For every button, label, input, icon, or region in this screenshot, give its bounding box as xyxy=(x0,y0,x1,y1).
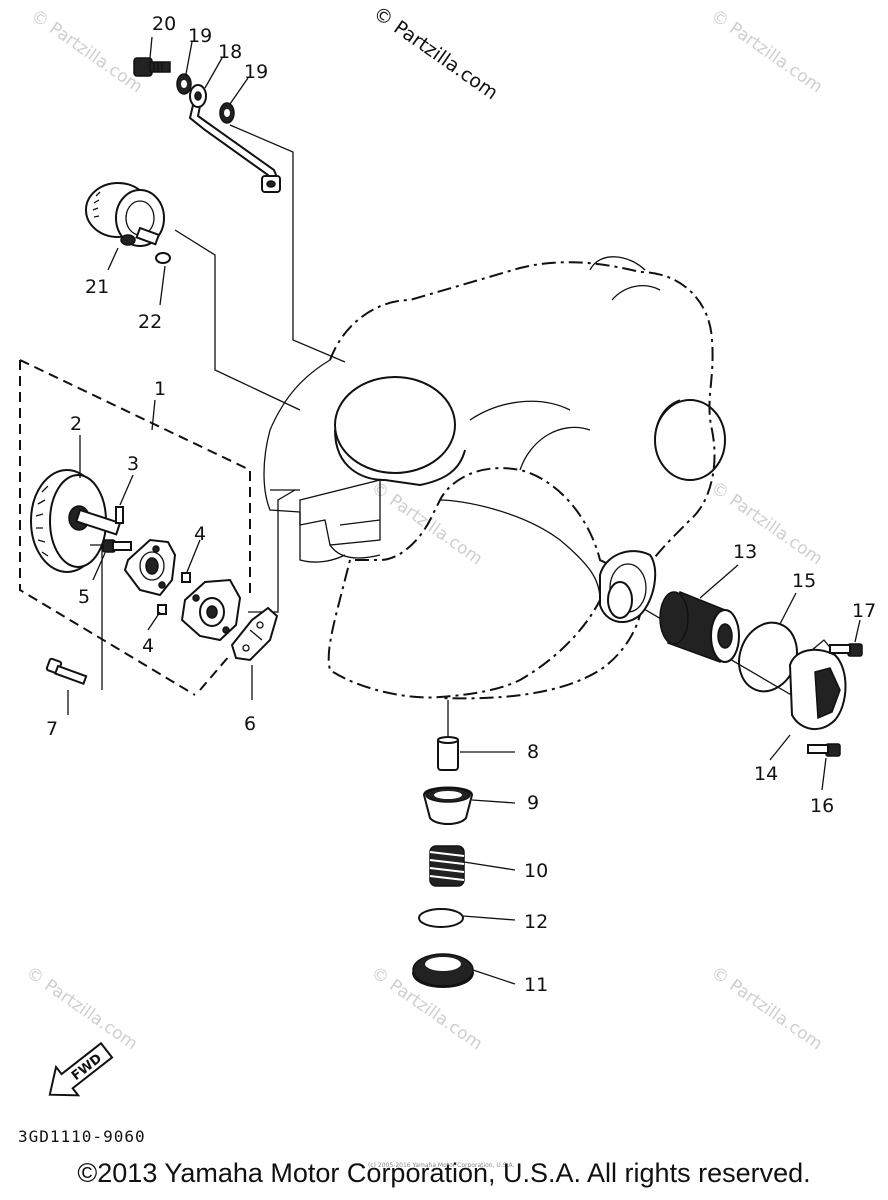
spring-10 xyxy=(429,845,465,887)
callout-10: 10 xyxy=(524,860,548,882)
key-22 xyxy=(155,252,171,264)
callout-8: 8 xyxy=(527,741,539,763)
watermark: © Partzilla.com xyxy=(707,6,826,98)
copyright-footer: ©2013 Yamaha Motor Corporation, U.S.A. A… xyxy=(77,1158,811,1188)
callout-21: 21 xyxy=(85,276,109,298)
callout-19-top: 19 xyxy=(188,25,212,47)
dowel-4-b xyxy=(157,604,167,615)
callout-4-lower: 4 xyxy=(142,635,154,657)
washer-19-b xyxy=(219,102,235,124)
pin-3 xyxy=(115,506,124,524)
gear-2 xyxy=(30,469,122,573)
callout-3: 3 xyxy=(127,453,139,475)
callout-12: 12 xyxy=(524,911,548,933)
cap-9 xyxy=(422,786,474,825)
dowel-4-a xyxy=(181,572,191,583)
bolt-7 xyxy=(45,657,88,686)
tiny-copyright-notice: (c) 2005-2016 Yamaha Motor Corporation, … xyxy=(368,1162,514,1169)
plug-11 xyxy=(412,953,474,988)
callout-11: 11 xyxy=(524,974,548,996)
callout-4-upper: 4 xyxy=(194,523,206,545)
watermark: © Partzilla.com xyxy=(367,478,486,570)
watermark: © Partzilla.com xyxy=(707,478,826,570)
callout-20: 20 xyxy=(152,13,176,35)
watermark-main: © Partzilla.com xyxy=(369,2,502,104)
callout-15: 15 xyxy=(792,570,816,592)
callout-5: 5 xyxy=(78,586,90,608)
drive-gear-group xyxy=(85,182,171,264)
strainer-8 xyxy=(437,736,459,771)
bolt-16 xyxy=(807,743,841,757)
callout-18: 18 xyxy=(218,41,242,63)
watermark: © Partzilla.com xyxy=(707,963,826,1055)
strainer-group xyxy=(412,736,474,988)
oil-pump-assembly xyxy=(19,359,279,696)
callout-2: 2 xyxy=(70,413,82,435)
filter-cover-14 xyxy=(788,639,847,730)
pump-housing xyxy=(180,578,242,642)
callout-7: 7 xyxy=(46,718,58,740)
callout-labels: 20 19 18 19 21 22 1 2 3 4 5 4 6 7 8 9 10… xyxy=(46,13,876,996)
bolt-20 xyxy=(133,57,171,77)
oil-delivery-pipe-group xyxy=(133,57,281,193)
washer-19-a xyxy=(176,73,192,95)
screw-5 xyxy=(102,539,132,553)
pipe-18 xyxy=(188,84,281,193)
pump-rotor-cover xyxy=(123,538,177,597)
callout-6: 6 xyxy=(244,713,256,735)
callout-9: 9 xyxy=(527,792,539,814)
o-ring-12 xyxy=(418,908,464,928)
callout-22: 22 xyxy=(138,311,162,333)
callout-17: 17 xyxy=(852,600,876,622)
crankcase xyxy=(263,256,726,700)
diagram-code: 3GD1110-9060 xyxy=(18,1127,146,1146)
callout-13: 13 xyxy=(733,541,757,563)
bolt-17 xyxy=(829,643,863,657)
gear-21 xyxy=(85,182,165,247)
oil-filter-group xyxy=(599,550,863,757)
fwd-arrow: FWD xyxy=(48,1041,114,1097)
callout-16: 16 xyxy=(810,795,834,817)
gasket-6 xyxy=(230,606,279,662)
oil-filter-13 xyxy=(659,590,740,664)
callout-19-right: 19 xyxy=(244,61,268,83)
filter-seat-gasket xyxy=(599,550,657,624)
callout-14: 14 xyxy=(754,763,778,785)
callout-1: 1 xyxy=(154,378,166,400)
watermark-layer: © Partzilla.com © Partzilla.com © Partzi… xyxy=(22,2,826,1054)
watermark: © Partzilla.com xyxy=(27,6,146,98)
watermark: © Partzilla.com xyxy=(22,963,141,1055)
callout-leaders xyxy=(67,36,861,985)
